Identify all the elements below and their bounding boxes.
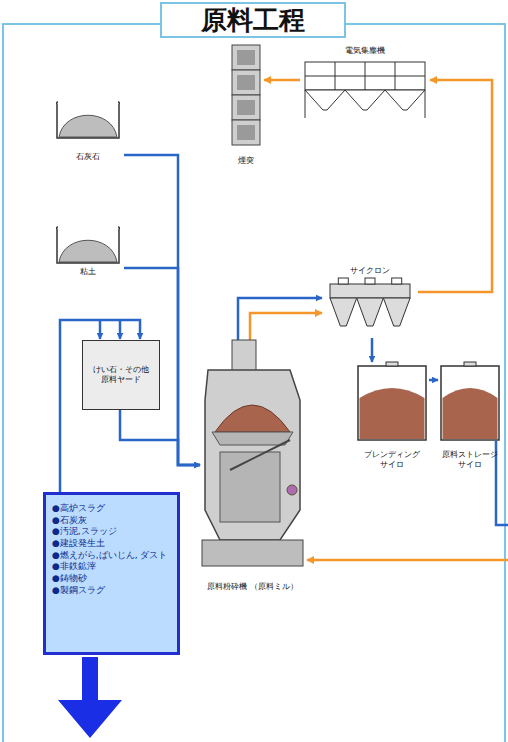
cyclone-cone <box>383 298 410 326</box>
node-label: ●高炉スラグ <box>52 503 171 515</box>
chimney-panel <box>237 100 255 115</box>
material-list: ●高炉スラグ●石炭灰●汚泥,スラッジ●建設発生土●燃えがら,ばいじん, ダスト●… <box>43 492 180 655</box>
cyclone-header <box>330 284 410 298</box>
node-label: 電気集塵機 <box>300 46 430 56</box>
precipitator-hopper <box>385 90 425 110</box>
flow-connector <box>264 79 300 82</box>
node-label: 煙突 <box>228 156 264 166</box>
node-label: 原料ストレージ サイロ <box>438 450 502 470</box>
node-label: ●汚泥,スラッジ <box>52 526 171 538</box>
node-label: ●製鋼スラグ <box>52 585 171 597</box>
silo-body <box>358 366 426 440</box>
pile-bay <box>57 102 120 138</box>
feed-drop <box>119 320 122 339</box>
pile-mound <box>59 115 117 137</box>
mill-material <box>215 405 290 432</box>
node-label: ●石炭灰 <box>52 515 171 527</box>
title-box: 原料工程 <box>160 2 346 38</box>
cyclone-outlet <box>365 278 375 284</box>
node-label: 石灰石 <box>52 152 124 162</box>
precipitator-hopper <box>305 90 345 110</box>
chimney-panel <box>237 125 255 140</box>
cyclone: サイクロン <box>322 266 418 338</box>
flow-connector <box>238 298 322 340</box>
cyclone-cone <box>357 298 384 326</box>
precipitator-drawing <box>300 46 430 120</box>
mill-base <box>202 540 303 566</box>
node-label: ●燃えがら,ばいじん, ダスト <box>52 550 171 562</box>
chimney-segment <box>232 120 260 145</box>
outflow-arrow <box>58 657 122 738</box>
silo-inlet <box>464 362 476 366</box>
frame <box>3 24 505 742</box>
chimney: 煙突 <box>228 42 264 166</box>
mill-body <box>205 370 300 540</box>
chimney-segment <box>232 45 260 70</box>
flow-connector <box>120 410 200 465</box>
mill-motor <box>287 485 297 495</box>
precipitator-hopper <box>345 90 385 110</box>
chimney-segment <box>232 70 260 95</box>
node-label: けい石・その他 原料ヤード <box>87 365 155 385</box>
blending-silo: ブレンディング サイロ <box>355 362 429 470</box>
stockpile: 石灰石 <box>52 100 124 162</box>
cyclone-drawing <box>322 266 418 338</box>
node-label: ●鋳物砂 <box>52 573 171 585</box>
silo-inlet <box>386 362 398 366</box>
chimney-panel <box>237 75 255 90</box>
raw-mill-drawing <box>200 340 305 592</box>
hot-gas-line <box>307 559 508 562</box>
feed-drop <box>99 320 102 339</box>
node-label: ●非鉄鉱滓 <box>52 561 171 573</box>
node-label: ブレンディング サイロ <box>355 450 429 470</box>
flow-connector <box>124 155 200 465</box>
precipitator-leg <box>305 90 306 118</box>
yard-box: けい石・その他 原料ヤード <box>82 340 160 410</box>
silo-material <box>443 388 498 439</box>
mill-arm <box>230 440 290 470</box>
precipitator-body <box>305 62 425 90</box>
silo-body <box>441 366 499 440</box>
storage-silo: 原料ストレージ サイロ <box>438 362 502 470</box>
cyclone-outlet <box>392 278 402 284</box>
chimney-panel <box>237 50 255 65</box>
flow-connector <box>418 80 492 292</box>
stockpile: 粘土 <box>52 225 124 277</box>
precipitator-leg <box>425 90 426 118</box>
flow-connector <box>429 379 438 382</box>
mill-table <box>212 432 293 445</box>
mill-outlet <box>232 340 256 372</box>
node-label: 原料粉砕機 （原料ミル） <box>200 582 305 592</box>
chimney-segment <box>232 95 260 120</box>
precipitator: 電気集塵機 <box>300 46 430 120</box>
node-label: サイクロン <box>322 266 418 276</box>
cyclone-cone <box>330 298 357 326</box>
node-label: 粘土 <box>52 267 124 277</box>
precipitator-cell <box>305 76 425 77</box>
raw-mill: 原料粉砕機 （原料ミル） <box>200 340 305 592</box>
flow-connector <box>371 338 374 362</box>
mill-casing <box>220 452 280 522</box>
flow-connector <box>250 313 322 340</box>
silo-material <box>360 388 425 439</box>
node-label: ●建設発生土 <box>52 538 171 550</box>
pile-bay <box>57 227 120 263</box>
pile-mound <box>59 240 117 262</box>
chimney-drawing <box>228 42 264 166</box>
cyclone-outlet <box>338 278 348 284</box>
